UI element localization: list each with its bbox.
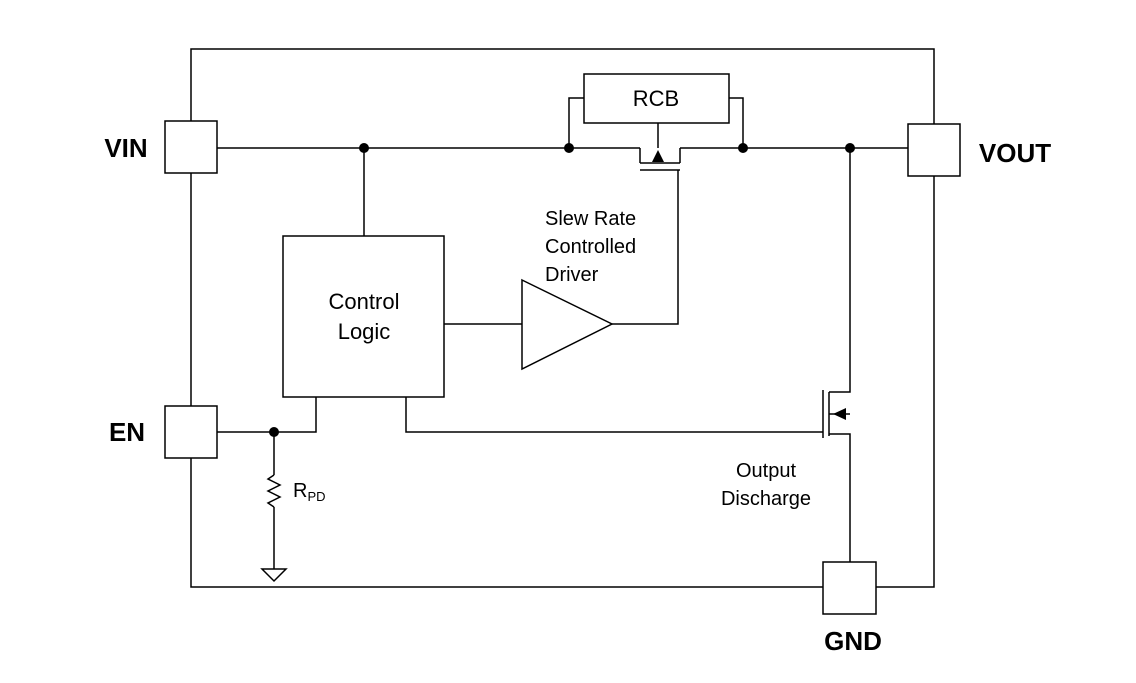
en-label: EN [109,417,145,447]
junction-dot [564,143,574,153]
driver-triangle [521,278,614,371]
rpd-resistor [266,474,282,508]
control-logic-label-line1: Control [329,289,400,314]
gnd-pin [822,561,877,615]
discharge-label-line2: Discharge [721,488,811,510]
pass-fet-arrow [652,150,664,162]
discharge-label-line1: Output [736,460,796,482]
control-logic-block [282,235,445,398]
rcb-left-wire [568,97,584,148]
rcb-label: RCB [633,86,679,111]
junction-dot [269,427,279,437]
vout-pin [907,123,961,177]
pass-fet-channel [639,148,681,164]
logic-to-discharge-wire [405,397,823,433]
rpd-label-main: R [293,480,307,502]
discharge-fet-source [829,433,851,562]
ground-symbol [260,568,288,583]
gnd-label: GND [824,626,882,656]
junction-dot [359,143,369,153]
rcb-block [583,73,730,124]
control-logic-label-line2: Logic [338,319,391,344]
junction-dot [845,143,855,153]
pass-fet-gate-wire [612,170,679,325]
vin-label: VIN [104,133,147,163]
junction-dot [738,143,748,153]
en-pin [164,405,218,459]
discharge-fet-drain [829,148,851,393]
rpd-label: RPD [293,480,326,504]
driver-label-line2: Controlled [545,236,636,258]
discharge-fet-arrow [833,408,846,420]
vout-label: VOUT [979,138,1051,168]
vin-pin [164,120,218,174]
driver-label-line1: Slew Rate [545,208,636,230]
driver-label-line3: Driver [545,264,599,286]
en-wire [217,397,317,433]
rcb-right-wire [729,97,744,148]
rpd-label-subscript: PD [307,489,325,504]
